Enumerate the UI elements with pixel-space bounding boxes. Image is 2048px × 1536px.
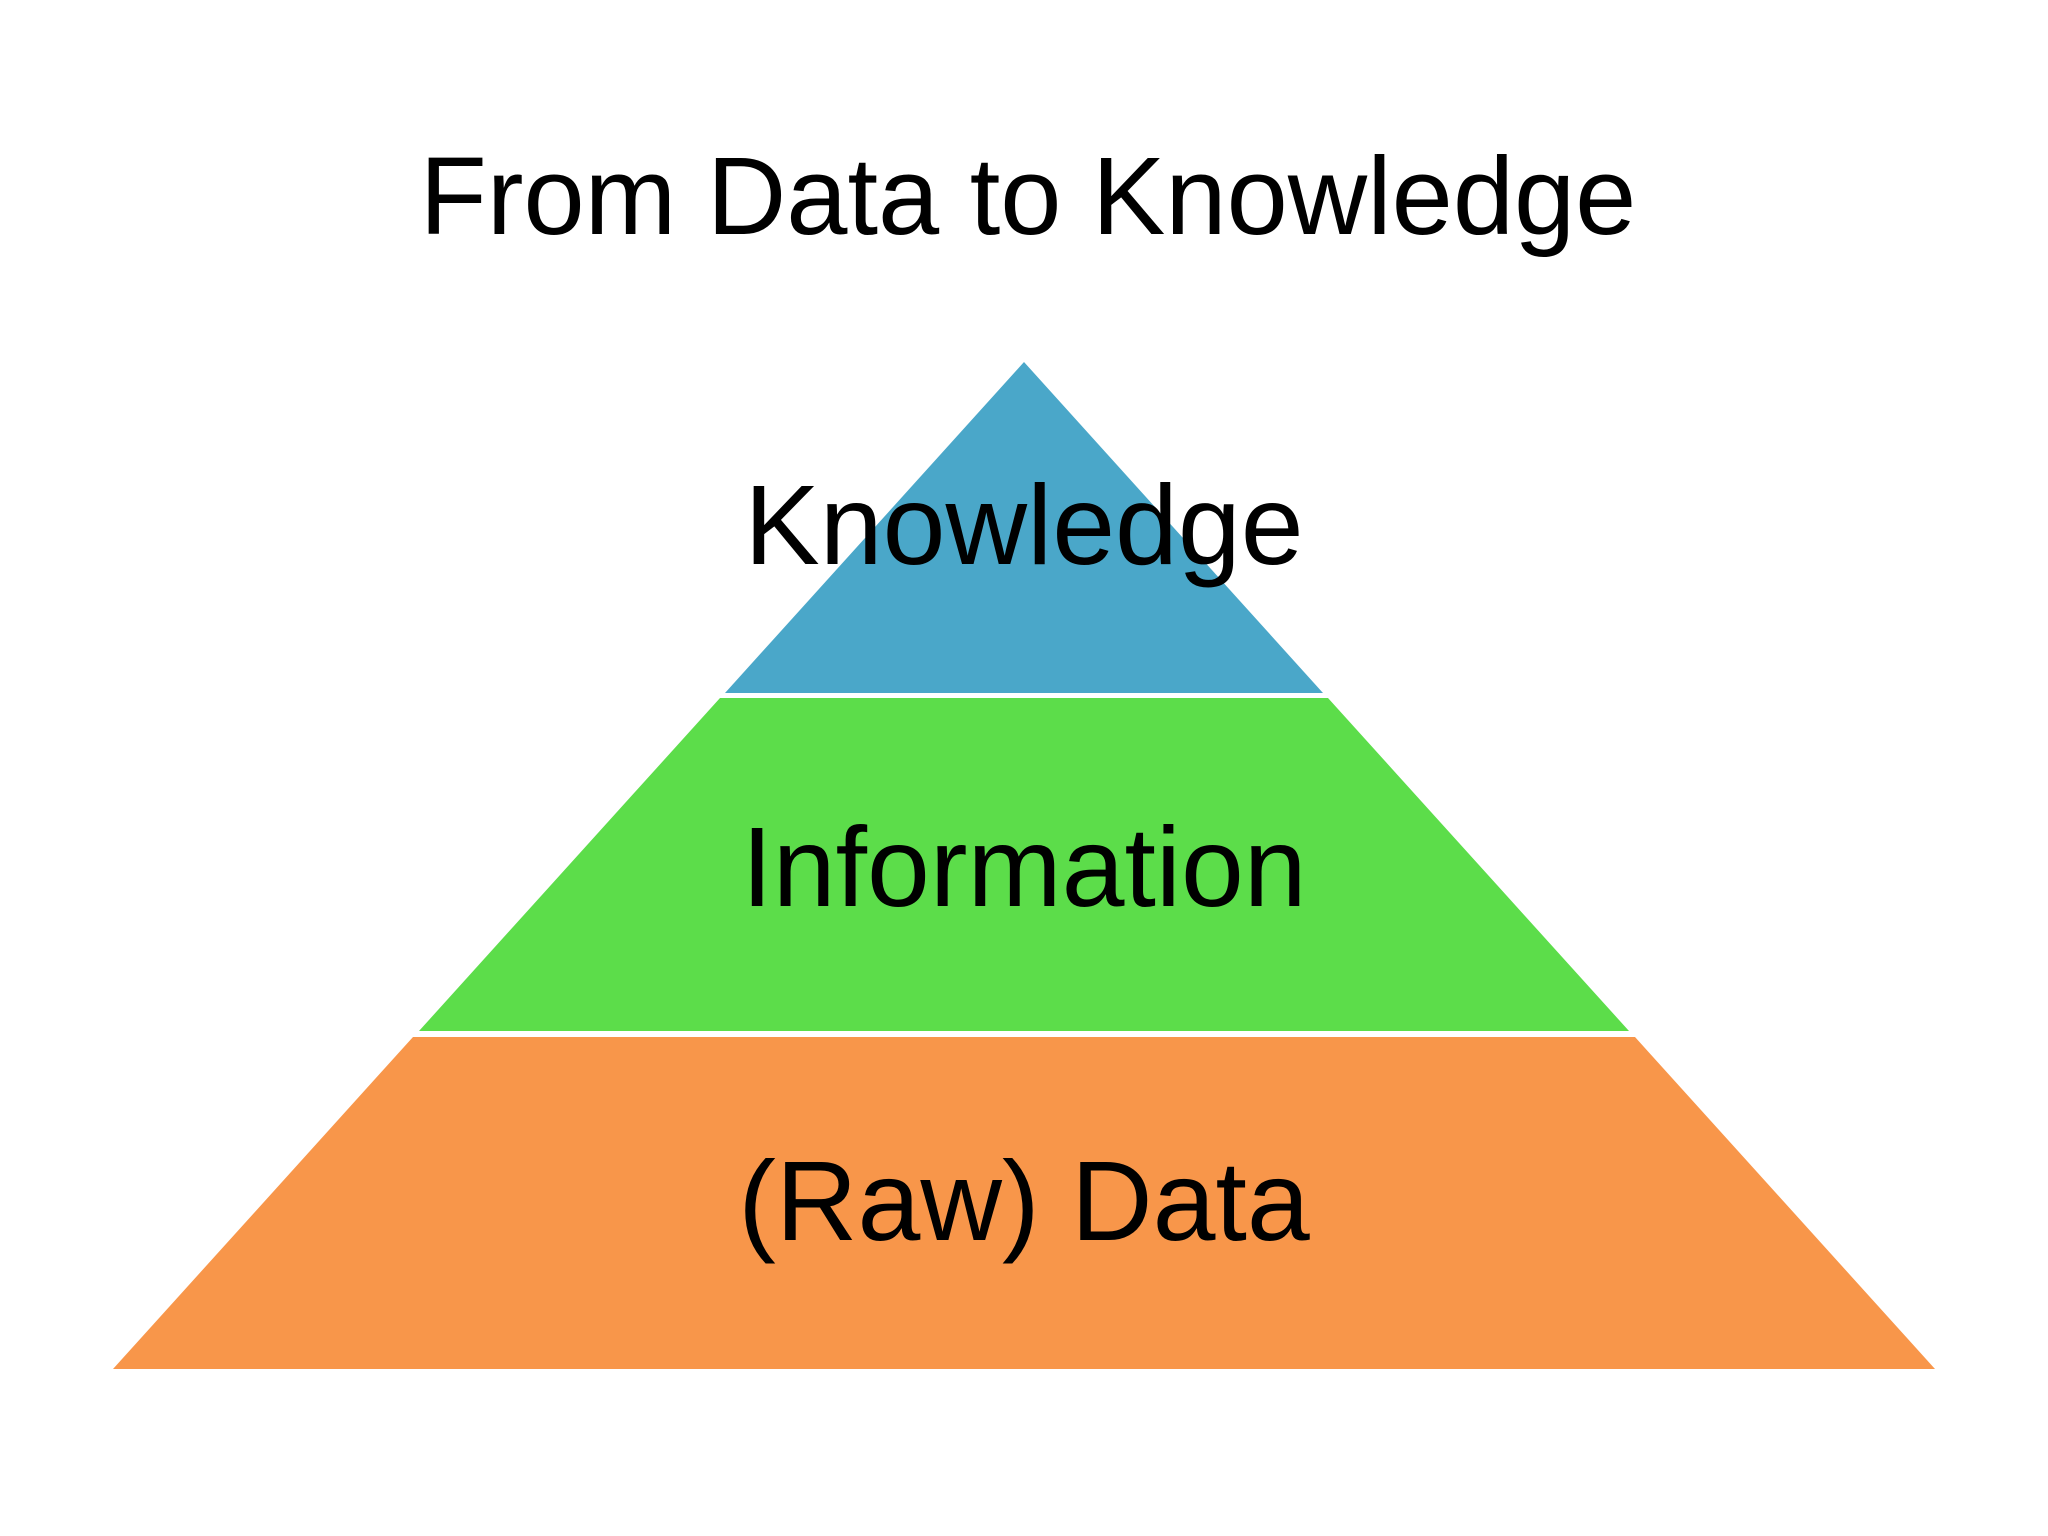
pyramid-layer-information — [419, 698, 1629, 1031]
layer-label-knowledge: Knowledge — [744, 462, 1303, 588]
pyramid-layer-knowledge — [725, 362, 1323, 693]
layer-label-raw-data: (Raw) Data — [738, 1138, 1310, 1264]
diagram-title: From Data to Knowledge — [420, 135, 1637, 258]
layer-label-information: Information — [741, 804, 1306, 930]
pyramid-layer-raw-data — [113, 1037, 1935, 1369]
